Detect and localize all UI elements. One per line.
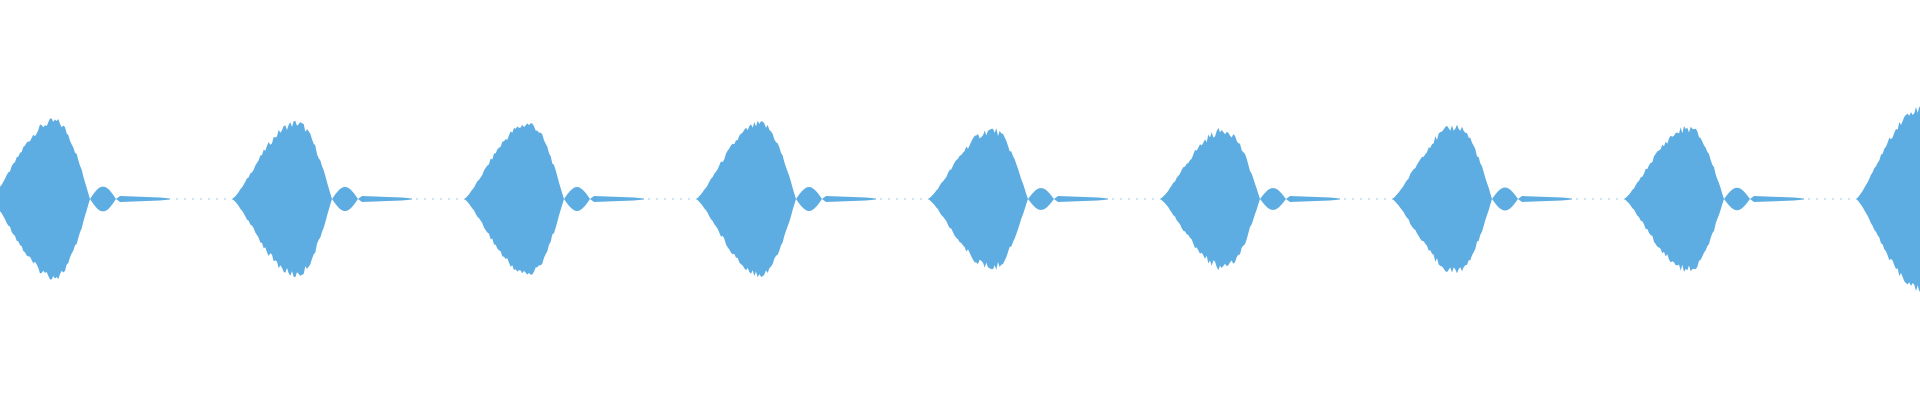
waveform-pulse (464, 123, 644, 275)
waveform-pulse (1160, 127, 1340, 271)
waveform-pulse (1392, 124, 1572, 274)
waveform-pulses (0, 106, 1920, 292)
waveform-pulse (232, 120, 412, 278)
waveform-pulse (928, 128, 1108, 270)
waveform-pulse (696, 120, 876, 278)
waveform-pulse (1624, 126, 1804, 272)
waveform-pulse (0, 118, 170, 280)
waveform-pulse (1856, 106, 1920, 292)
